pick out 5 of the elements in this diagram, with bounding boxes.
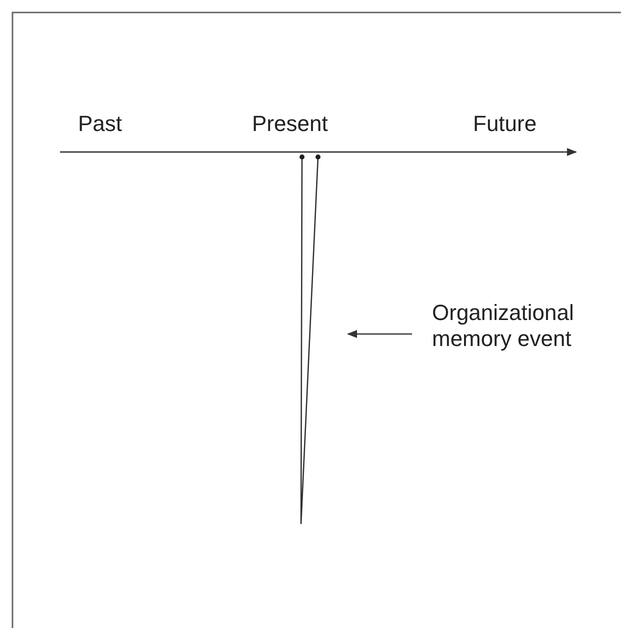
timeline-label: Present <box>252 111 328 137</box>
timeline-label: Past <box>78 111 122 137</box>
leader-arrow <box>347 330 412 338</box>
timeline-label: Future <box>473 111 537 137</box>
callout-text: Organizational memory event <box>432 300 575 352</box>
